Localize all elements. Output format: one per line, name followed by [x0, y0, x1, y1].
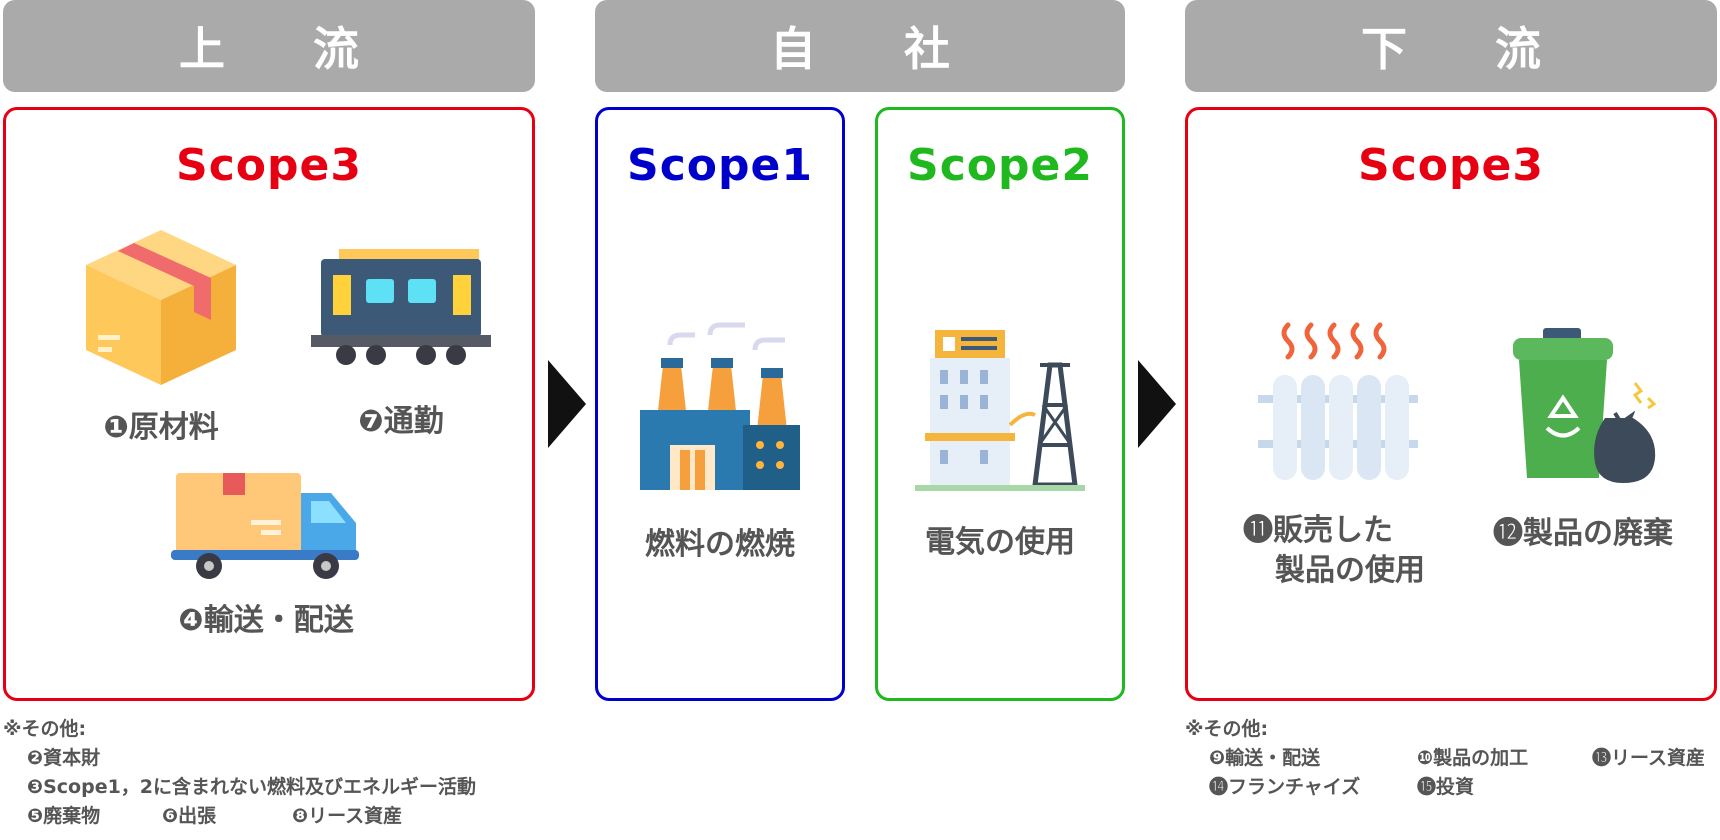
note-item: ❺廃棄物	[27, 805, 101, 827]
upstream-scope3-title: Scope3	[176, 140, 362, 191]
note-item: ❷資本財	[27, 747, 101, 769]
transport-item: ❹輸送・配送	[166, 468, 366, 641]
note-item: ⓭リース資産	[1592, 747, 1706, 769]
scope1-title: Scope1	[627, 140, 813, 191]
product-disposal-item: ⓬製品の廃棄	[1473, 328, 1693, 554]
commute-label: ❼通勤	[358, 404, 444, 439]
raw-materials-label: ❶原材料	[103, 410, 219, 445]
product-disposal-label: ⓬製品の廃棄	[1493, 516, 1673, 551]
notes-title: ※その他:	[1185, 718, 1269, 740]
factory-icon	[640, 322, 800, 490]
upstream-header: 上 流	[3, 0, 535, 92]
notes-title: ※その他:	[3, 718, 87, 740]
raw-materials-item: ❶原材料	[66, 220, 256, 448]
scope1-box: Scope1 燃料の燃焼	[595, 107, 845, 701]
scope2-title: Scope2	[907, 140, 1093, 191]
electricity-use-item: 電気の使用	[898, 325, 1102, 563]
downstream-scope3-title: Scope3	[1358, 140, 1544, 191]
heater-icon	[1258, 322, 1418, 480]
product-use-label-line1: ⓫販売した	[1243, 513, 1393, 548]
scope2-box: Scope2 電気の使用	[875, 107, 1125, 701]
arrow-right-icon	[1138, 360, 1176, 448]
fuel-combustion-item: 燃料の燃焼	[618, 320, 822, 565]
product-use-label-line2: 製品の使用	[1275, 553, 1425, 588]
note-item: ⓯投資	[1417, 776, 1475, 798]
note-item: ⓮フランチャイズ	[1209, 776, 1361, 798]
commute-item: ❼通勤	[306, 245, 496, 442]
fuel-combustion-label: 燃料の燃焼	[645, 527, 795, 562]
note-item: ❾輸送・配送	[1209, 747, 1321, 769]
truck-icon	[171, 473, 359, 579]
note-item: ❿製品の加工	[1417, 747, 1529, 769]
transport-label: ❹輸送・配送	[178, 603, 354, 638]
downstream-other-notes: ※その他: ❾輸送・配送 ❿製品の加工 ⓭リース資産 ⓮フランチャイズ ⓯投資	[1185, 715, 1705, 802]
recycle-bin-icon	[1513, 328, 1657, 483]
note-item: ❸Scope1，2に含まれない燃料及びエネルギー活動	[27, 776, 477, 798]
note-item: ❽リース資産	[292, 805, 403, 827]
power-plant-icon	[915, 330, 1085, 491]
electricity-use-label: 電気の使用	[925, 525, 1075, 560]
product-use-item: ⓫販売した 製品の使用	[1223, 320, 1453, 591]
train-icon	[311, 249, 491, 365]
downstream-scope3-box: Scope3 ⓫販売した 製品の使用	[1185, 107, 1717, 701]
upstream-other-notes: ※その他: ❷資本財 ❸Scope1，2に含まれない燃料及びエネルギー活動 ❺廃…	[3, 715, 476, 831]
upstream-scope3-box: Scope3 ❶原材料 ❼通勤	[3, 107, 535, 701]
downstream-header: 下 流	[1185, 0, 1717, 92]
note-item: ❻出張	[162, 805, 217, 827]
own-company-header: 自 社	[595, 0, 1125, 92]
box-icon	[86, 230, 236, 385]
arrow-right-icon	[548, 360, 586, 448]
